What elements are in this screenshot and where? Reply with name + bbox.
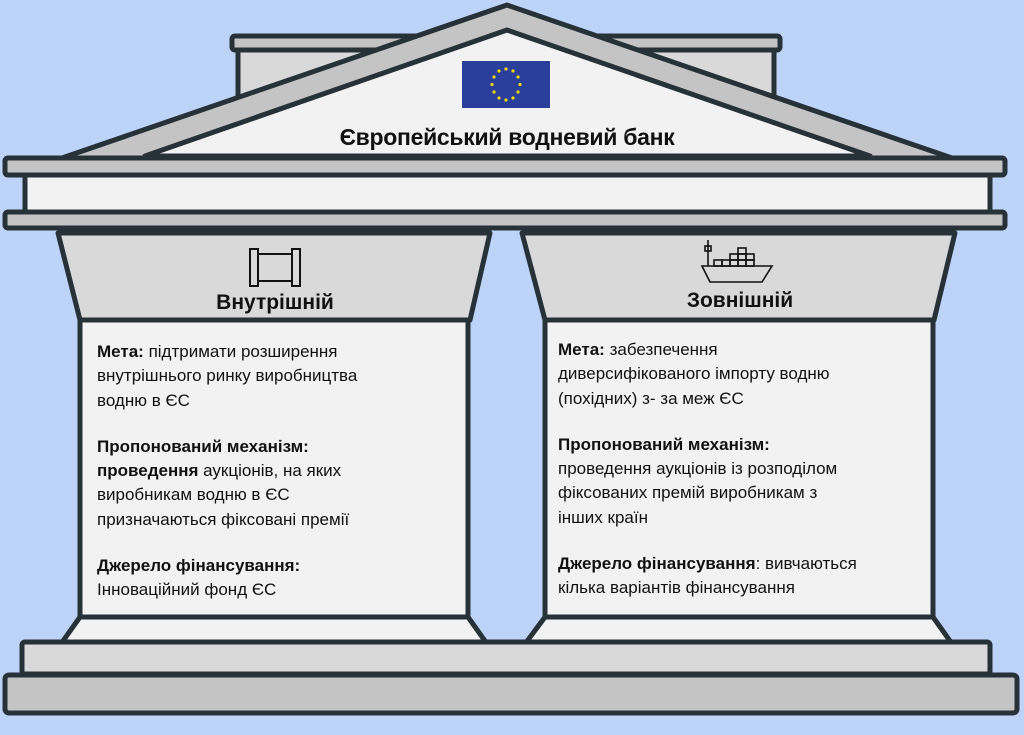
funding-label: Джерело фінансування: [97, 556, 301, 576]
mechanism-text: фіксованих премій виробникам з [558, 483, 818, 503]
pillar-internal-text: Мета: підтримати розширення внутрішнього… [97, 340, 357, 603]
cargo-ship-icon [700, 240, 774, 283]
mechanism-label: Пропонований механізм: [558, 434, 770, 454]
mechanism-lead: проведення [97, 461, 199, 481]
pipe-icon [249, 248, 301, 287]
bank-title: Європейський водневий банк [339, 124, 675, 150]
funding-text: Інноваційний фонд ЄС [97, 580, 277, 600]
pillar-external-text: Мета: забезпечення диверсифікованого імп… [558, 338, 857, 601]
mechanism-text: аукціонів, на яких [198, 461, 342, 481]
eu-flag-icon [462, 61, 550, 108]
funding-text: : вивчаються [755, 554, 857, 574]
mechanism-text: призначаються фіксовані премії [97, 509, 350, 529]
goal-label: Мета: [97, 342, 144, 361]
goal-text: водню в ЄС [97, 390, 190, 410]
pillar-label-internal: Внутрішній [216, 291, 334, 314]
funding-label: Джерело фінансування [558, 554, 756, 574]
goal-text: забезпечення [604, 340, 718, 359]
goal-text: підтримати розширення [143, 342, 338, 361]
goal-label: Мета: [558, 340, 605, 359]
mechanism-text: інших країн [558, 507, 648, 527]
mechanism-label: Пропонований механізм: [97, 436, 309, 456]
goal-text: внутрішнього ринку виробництва [97, 366, 358, 386]
goal-text: (похідних) з- за меж ЄС [558, 388, 744, 408]
mechanism-text: виробникам водню в ЄС [97, 485, 290, 505]
funding-text: кілька варіантів фінансування [558, 578, 795, 598]
goal-text: диверсифікованого імпорту водню [558, 364, 830, 384]
mechanism-text: проведення аукціонів із розподілом [558, 459, 838, 479]
pillar-label-external: Зовнішній [686, 289, 794, 312]
